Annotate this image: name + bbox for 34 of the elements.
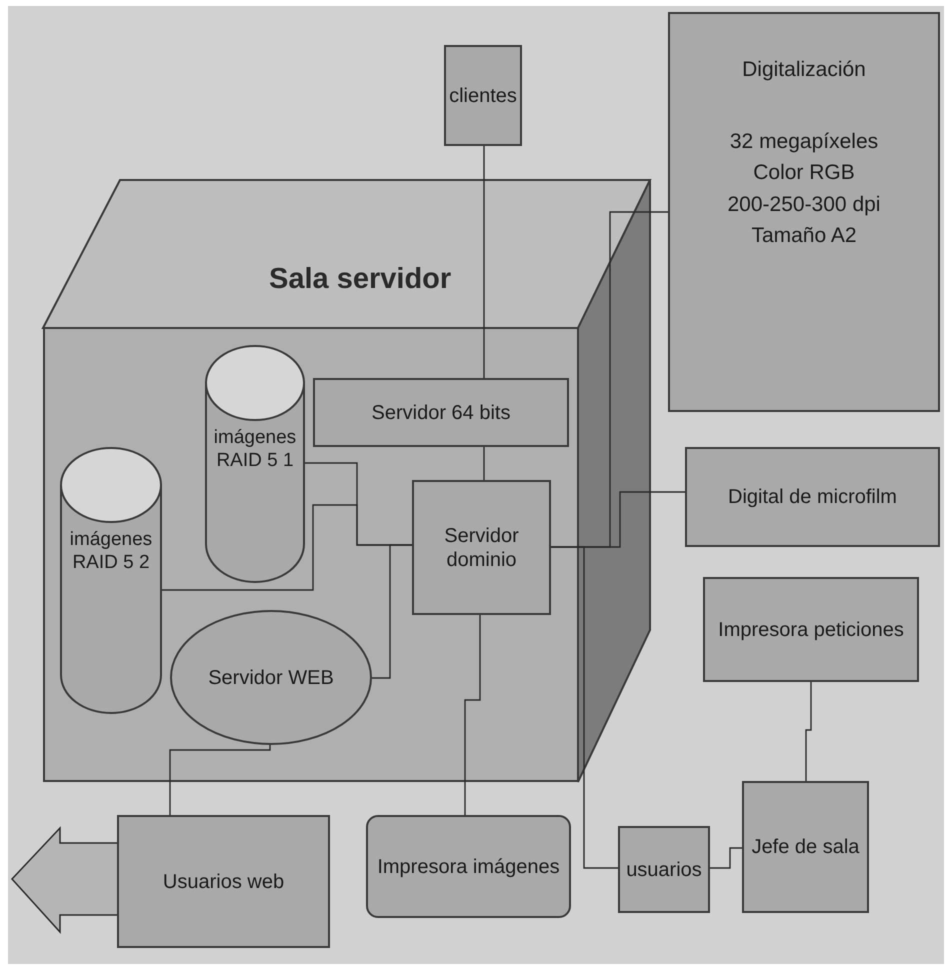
- room-title: Sala servidor: [269, 262, 452, 297]
- connector-line: [551, 546, 618, 869]
- node-label: Digital de microfilm: [728, 485, 897, 509]
- node-label: Digitalización: [742, 57, 866, 83]
- node-label: Servidor WEB: [208, 666, 334, 690]
- process-box: [618, 826, 710, 913]
- block-arrow: [10, 826, 118, 934]
- node-label: Impresora imágenes: [377, 854, 560, 878]
- node-label: 32 megapíxeles Color RGB 200-250-300 dpi Tamaño A2: [726, 128, 882, 249]
- node-label: imágenes RAID 5 1: [212, 427, 298, 473]
- node-label: Usuarios web: [162, 870, 284, 894]
- connector-line: [169, 745, 271, 815]
- process-box: [685, 447, 940, 547]
- node-label: imágenes RAID 5 2: [68, 529, 154, 575]
- connector-line: [483, 146, 485, 378]
- connector-line: [464, 615, 481, 815]
- process-box: [742, 781, 869, 913]
- node-label: Impresora peticiones: [718, 618, 904, 642]
- process-box: [412, 480, 551, 615]
- connector-line: [483, 447, 485, 480]
- process-box: [668, 12, 940, 412]
- connector-line: [372, 544, 412, 679]
- process-box: [117, 815, 330, 948]
- process-box: [703, 577, 919, 682]
- node-label: clientes: [449, 84, 517, 108]
- connector-line: [710, 847, 742, 869]
- process-box: [444, 45, 522, 146]
- rounded-box: [366, 815, 571, 918]
- node-label: Jefe de sala: [752, 835, 860, 859]
- node-label: Servidor 64 bits: [372, 400, 510, 424]
- node-label: Servidor dominio: [443, 524, 520, 572]
- node-label: usuarios: [626, 858, 702, 882]
- process-box: [313, 378, 569, 447]
- connector-line: [805, 682, 812, 781]
